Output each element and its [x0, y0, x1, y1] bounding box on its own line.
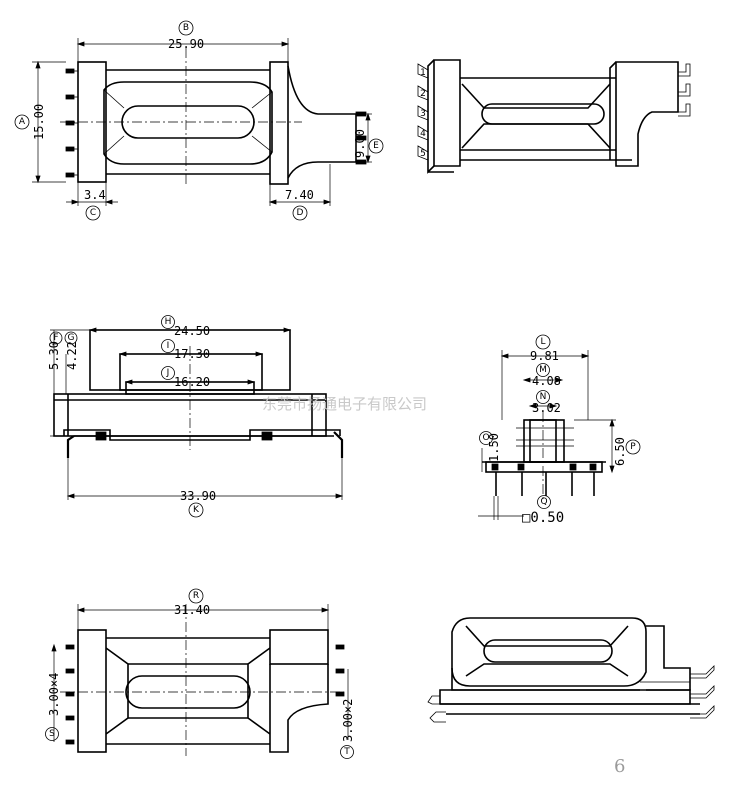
- dim-e-letter: E: [373, 141, 379, 151]
- dim-d-letter: D: [297, 208, 304, 218]
- bottom-right-pins: [335, 644, 345, 697]
- dim-r-value: 31.40: [174, 603, 210, 617]
- svg-text:2: 2: [420, 89, 426, 99]
- dim-g-letter: G: [68, 333, 75, 343]
- dim-b-letter: B: [183, 23, 189, 33]
- page-number: 6: [614, 756, 625, 777]
- dim-h-letter: H: [165, 317, 172, 327]
- dim-q-letter: Q: [540, 497, 547, 507]
- iso-view-top: 1 2 3 4 5: [417, 59, 691, 174]
- dim-c-value: 3.4: [84, 188, 106, 202]
- dim-t-letter: T: [343, 747, 350, 757]
- side-view: 24.50 H 17.30 I 16.20 J 5.30 4.22 F G 33…: [47, 315, 344, 518]
- iso-view-bottom: [427, 617, 715, 723]
- dim-a-value: 15.00: [32, 104, 46, 140]
- dim-d-value: 7.40: [285, 188, 314, 202]
- dim-p-letter: P: [630, 442, 636, 452]
- dim-g-value: 4.22: [65, 341, 79, 370]
- dim-t-value: 3.00×2: [341, 699, 355, 742]
- svg-text:1: 1: [420, 68, 426, 78]
- dim-o-value: 1.50: [487, 433, 501, 462]
- dim-p-value: 6.50: [613, 437, 627, 466]
- end-view: 9.81 L 4.08 M 3.02 N: [478, 334, 641, 526]
- dim-n-letter: N: [540, 392, 547, 402]
- end-pins: [491, 463, 597, 496]
- dim-j-value: 16.20: [174, 375, 210, 389]
- dim-b-value: 25.90: [168, 37, 204, 51]
- dim-e-value: 9.00: [353, 129, 367, 158]
- svg-text:5: 5: [420, 149, 426, 159]
- dim-k-letter: K: [193, 505, 200, 515]
- dim-r-letter: R: [193, 591, 199, 601]
- dim-j-letter: J: [166, 368, 170, 378]
- dim-s-value: 3.00×4: [47, 673, 61, 716]
- dim-l-value: 9.81: [530, 349, 559, 363]
- svg-text:4: 4: [420, 129, 426, 139]
- bottom-left-pins: [65, 644, 75, 745]
- dim-h-value: 24.50: [174, 324, 210, 338]
- dim-f-letter: F: [53, 333, 58, 343]
- dim-c-letter: C: [90, 208, 96, 218]
- dim-i-value: 17.30: [174, 347, 210, 361]
- dim-k-value: 33.90: [180, 489, 216, 503]
- dim-q-value: □0.50: [522, 510, 564, 526]
- top-view: 25.90 B 15.00 A 3.4 C 7.40 D 9.00 E: [14, 20, 384, 221]
- svg-text:3: 3: [420, 109, 426, 119]
- dim-i-letter: I: [167, 341, 170, 351]
- dim-o-letter: O: [482, 433, 489, 443]
- top-left-pins: [65, 68, 78, 178]
- dim-m-value: 4.08: [532, 374, 561, 388]
- dim-f-value: 5.30: [47, 341, 61, 370]
- dim-m-letter: M: [539, 365, 547, 375]
- dim-l-letter: L: [540, 337, 545, 347]
- bottom-view: 31.40 R 3.00×4 S 3.00×2 T: [45, 588, 355, 759]
- watermark-text: 东莞市扬通电子有限公司: [262, 395, 427, 413]
- dim-s-letter: S: [49, 729, 55, 739]
- iso-top-pins: 1 2 3 4 5: [417, 63, 429, 161]
- dim-n-value: 3.02: [532, 401, 561, 415]
- dim-a-letter: A: [19, 117, 26, 127]
